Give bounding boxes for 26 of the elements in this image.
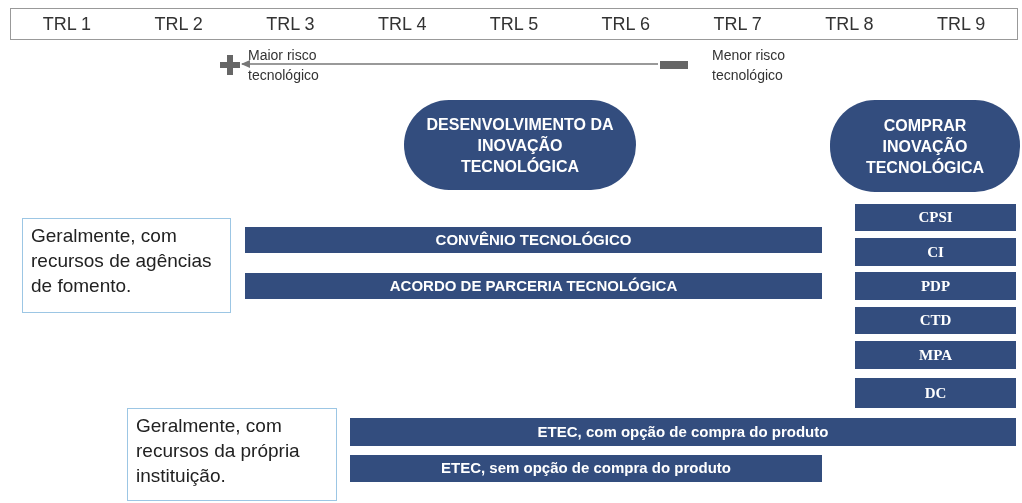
instrument-bar: ETEC, sem opção de compra do produto [350,455,822,482]
trl-level: TRL 4 [378,12,427,36]
instrument-box: CI [855,238,1016,266]
instrument-box: CPSI [855,204,1016,231]
instrument-box: CTD [855,307,1016,334]
instrument-bar: ACORDO DE PARCERIA TECNOLÓGICA [245,273,822,299]
trl-level: TRL 6 [601,12,650,36]
instrument-bar: ETEC, com opção de compra do produto [350,418,1016,446]
instrument-box: MPA [855,341,1016,369]
arrow [241,60,659,68]
instrument-box: PDP [855,272,1016,300]
note-box: Geralmente, com recursos de agências de fomento. [22,218,231,313]
trl-level: TRL 9 [936,12,986,36]
category-pill: COMPRAR INOVAÇÃO TECNOLÓGICA [830,100,1020,192]
trl-level: TRL 2 [154,12,203,36]
instrument-box: DC [855,378,1016,408]
trl-level: TRL 3 [266,12,315,36]
trl-level: TRL 1 [42,12,92,36]
risk-label: Maior risco tecnológico [248,46,320,85]
risk-label: Menor risco tecnológico [712,46,787,85]
trl-level: TRL 7 [713,12,762,36]
instrument-bar: CONVÊNIO TECNOLÓGICO [245,227,822,253]
trl-level: TRL 8 [825,12,874,36]
trl-level: TRL 5 [489,12,539,36]
note-box: Geralmente, com recursos da própria instituição. [127,408,337,501]
category-pill: DESENVOLVIMENTO DA INOVAÇÃO TECNOLÓGICA [404,100,636,190]
